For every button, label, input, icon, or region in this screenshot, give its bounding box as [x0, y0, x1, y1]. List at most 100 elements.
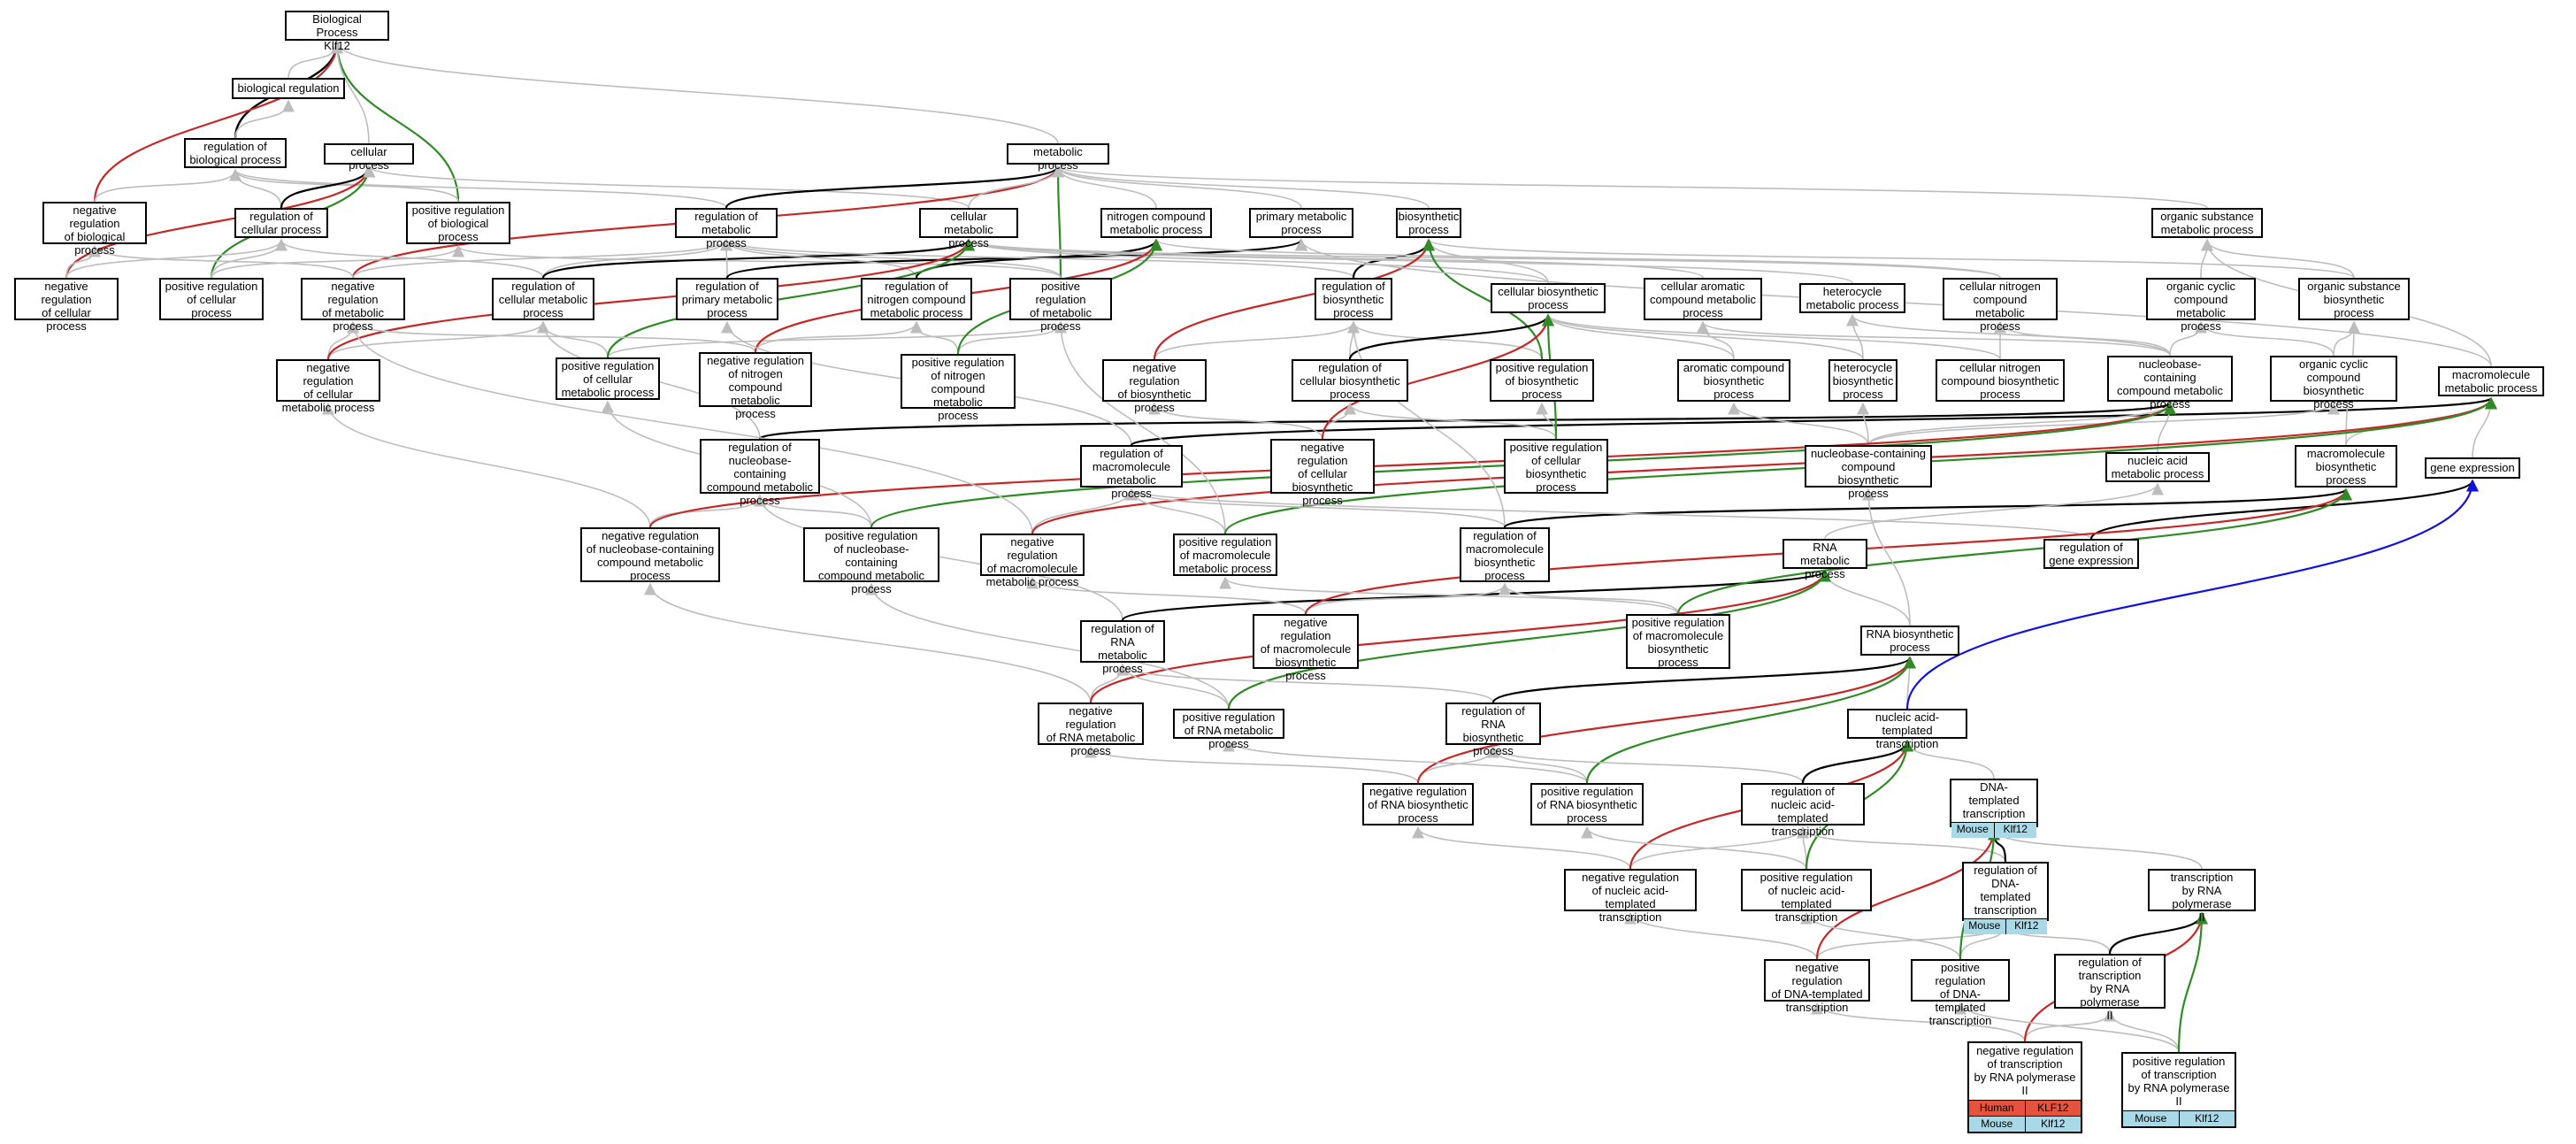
go-term-node-orgsub[interactable]: organic substance metabolic process	[2151, 208, 2263, 238]
go-term-node-cellproc[interactable]: cellular process	[324, 143, 414, 172]
go-term-node-nuctx[interactable]: nucleic acid-templated transcription	[1847, 709, 1967, 750]
go-term-node-regcellmet[interactable]: regulation of cellular metabolic process	[492, 278, 594, 320]
go-term-node-metproc[interactable]: metabolic process	[1007, 143, 1109, 172]
go-term-label: Biological Process Klf12	[312, 12, 362, 52]
go-term-node-posregnuctx[interactable]: positive regulation of nucleic acid-temp…	[1741, 869, 1872, 924]
go-term-node-posregbio[interactable]: positive regulation of biological proces…	[406, 202, 510, 244]
edge-is-a	[331, 41, 1059, 144]
go-term-node-heterobio[interactable]: heterocycle biosynthetic process	[1828, 359, 1898, 402]
go-term-node-cellbiosyn[interactable]: cellular biosynthetic process	[1491, 283, 1606, 313]
go-term-node-posregrnamet[interactable]: positive regulation of RNA metabolic pro…	[1173, 709, 1284, 750]
go-term-node-nitro[interactable]: nitrogen compound metabolic process	[1100, 208, 1212, 238]
go-term-node-regmacrobio[interactable]: regulation of macromolecule biosynthetic…	[1460, 527, 1550, 582]
go-term-node-posregmet[interactable]: positive regulation of metabolic process	[1009, 278, 1112, 333]
go-term-node-negregnbc[interactable]: negative regulation of nucleobase-contai…	[580, 527, 720, 582]
go-term-node-negregcellmet[interactable]: negative regulation of cellular metaboli…	[276, 359, 380, 414]
go-term-node-negregcell[interactable]: negative regulation of cellular process	[14, 278, 119, 333]
go-term-node-nbcmet[interactable]: nucleobase-containing compound metabolic…	[2107, 356, 2233, 411]
go-term-node-posregcell[interactable]: positive regulation of cellular process	[159, 278, 264, 320]
go-term-label: heterocycle biosynthetic process	[1832, 361, 1894, 401]
go-term-node-negregmet[interactable]: negative regulation of metabolic process	[301, 278, 405, 333]
go-term-node-negregbiosyn[interactable]: negative regulation of biosynthetic proc…	[1102, 359, 1207, 414]
go-term-node-orgsubbio[interactable]: organic substance biosynthetic process	[2298, 278, 2410, 320]
go-term-node-root[interactable]: Biological Process Klf12	[285, 11, 389, 52]
edge-is-a	[1116, 663, 1494, 703]
go-term-node-primet[interactable]: primary metabolic process	[1249, 208, 1353, 238]
go-term-node-posregcellmet[interactable]: positive regulation of cellular metaboli…	[556, 357, 660, 400]
edge-negatively-regulates	[1416, 656, 1916, 784]
edge-is-a	[1347, 320, 1543, 360]
go-term-node-regcell[interactable]: regulation of cellular process	[234, 208, 328, 238]
go-term-node-rnabio[interactable]: RNA biosynthetic process	[1860, 626, 1959, 656]
go-term-node-negregnitro[interactable]: negative regulation of nitrogen compound…	[699, 352, 812, 420]
go-term-label: RNA metabolic process	[1800, 541, 1850, 580]
go-term-node-regtxpol2[interactable]: regulation of transcription by RNA polym…	[2054, 954, 2166, 1022]
go-term-node-nbcbio[interactable]: nucleobase-containing compound biosynthe…	[1805, 445, 1932, 500]
go-term-label: negative regulation of RNA biosynthetic …	[1368, 785, 1468, 825]
go-term-node-posregmacrobio[interactable]: positive regulation of macromolecule bio…	[1626, 614, 1730, 669]
go-term-node-negregcellbio[interactable]: negative regulation of cellular biosynth…	[1270, 439, 1375, 507]
go-term-label: positive regulation of cellular biosynth…	[1509, 441, 1603, 494]
go-term-node-orgcyc[interactable]: organic cyclic compound metabolic proces…	[2146, 278, 2256, 333]
go-term-node-bioreg[interactable]: biological regulation	[232, 78, 345, 99]
go-term-label: negative regulation of nucleic acid-temp…	[1582, 871, 1679, 924]
go-term-node-posregtxpol2[interactable]: positive regulation of transcription by …	[2121, 1052, 2236, 1128]
go-term-node-posregnitro[interactable]: positive regulation of nitrogen compound…	[901, 354, 1016, 422]
go-term-node-aromcomp[interactable]: aromatic compound biosynthetic process	[1677, 359, 1790, 402]
go-term-node-regbiosyn[interactable]: regulation of biosynthetic process	[1315, 278, 1392, 320]
go-term-node-cellmet[interactable]: cellular metabolic process	[919, 208, 1018, 250]
go-term-node-regnbc[interactable]: regulation of nucleobase-containing comp…	[700, 439, 820, 507]
go-term-node-regbio[interactable]: regulation of biological process	[184, 138, 287, 168]
go-term-node-macromet[interactable]: macromolecule metabolic process	[2438, 366, 2544, 396]
go-term-label: heterocycle metabolic process	[1806, 285, 1899, 311]
edge-is-a	[1219, 576, 1679, 615]
edge-is-a	[1697, 320, 2171, 357]
go-term-node-negregmacro[interactable]: negative regulation of macromolecule met…	[980, 534, 1085, 588]
go-term-node-negregmacrobio[interactable]: negative regulation of macromolecule bio…	[1253, 614, 1359, 682]
go-term-node-geneexp[interactable]: gene expression	[2425, 457, 2520, 479]
edge-is-a	[755, 320, 923, 353]
go-term-node-posregnbc[interactable]: positive regulation of nucleobase-contai…	[803, 527, 939, 595]
go-term-label: positive regulation of cellular metaboli…	[561, 359, 655, 399]
edge-is-a	[1811, 1002, 2026, 1042]
go-term-node-posregrnabio[interactable]: positive regulation of RNA biosynthetic …	[1530, 783, 1644, 825]
go-term-node-rnamet[interactable]: RNA metabolic process	[1782, 539, 1867, 580]
edge-is-a	[88, 244, 354, 279]
go-term-node-orgcycbio[interactable]: organic cyclic compound biosynthetic pro…	[2270, 356, 2397, 411]
go-term-node-negregrnabio[interactable]: negative regulation of RNA biosynthetic …	[1362, 783, 1474, 825]
go-term-node-posregmacro[interactable]: positive regulation of macromolecule met…	[1173, 534, 1277, 576]
go-term-node-regmacro[interactable]: regulation of macromolecule metabolic pr…	[1080, 445, 1183, 500]
go-term-node-nucacid[interactable]: nucleic acid metabolic process	[2105, 452, 2210, 482]
go-term-node-regdnatx[interactable]: regulation of DNA-templated transcriptio…	[1962, 862, 2049, 934]
go-term-node-regrnamet[interactable]: regulation of RNA metabolic process	[1080, 620, 1165, 675]
edge-positively-regulates	[1676, 488, 2352, 615]
go-term-node-negregrnamet[interactable]: negative regulation of RNA metabolic pro…	[1038, 703, 1144, 757]
go-term-node-biosyn[interactable]: biosynthetic process	[1396, 208, 1461, 238]
go-term-node-posregcellbio[interactable]: positive regulation of cellular biosynth…	[1504, 439, 1608, 494]
go-term-label: negative regulation of nitrogen compound…	[707, 354, 804, 420]
go-term-label: negative regulation of nucleobase-contai…	[586, 529, 715, 582]
go-term-node-negregdnatx[interactable]: negative regulation of DNA-templated tra…	[1764, 959, 1870, 1014]
go-term-node-posregdnatx[interactable]: positive regulation of DNA-templated tra…	[1911, 959, 2010, 1027]
go-term-node-regmet[interactable]: regulation of metabolic process	[675, 208, 778, 250]
go-term-node-hetero[interactable]: heterocycle metabolic process	[1799, 283, 1905, 313]
go-term-label: regulation of metabolic process	[694, 210, 758, 250]
go-term-node-posregbiosyn[interactable]: positive regulation of biosynthetic proc…	[1490, 359, 1594, 402]
go-term-node-regnuctx[interactable]: regulation of nucleic acid-templated tra…	[1741, 783, 1865, 838]
go-term-node-regcellbiosyn[interactable]: regulation of cellular biosynthetic proc…	[1292, 359, 1408, 402]
go-term-node-regnitro[interactable]: regulation of nitrogen compound metaboli…	[861, 278, 972, 320]
go-term-node-regrnabio[interactable]: regulation of RNA biosynthetic process	[1445, 703, 1541, 757]
go-term-node-negregnuctx[interactable]: negative regulation of nucleic acid-temp…	[1564, 869, 1697, 924]
go-term-node-cellnitro[interactable]: cellular nitrogen compound metabolic pro…	[1943, 278, 2058, 333]
go-term-node-negregtxpol2[interactable]: negative regulation of transcription by …	[1967, 1041, 2082, 1133]
go-term-node-cellnitrobio[interactable]: cellular nitrogen compound biosynthetic …	[1936, 359, 2065, 402]
go-term-node-cellarom[interactable]: cellular aromatic compound metabolic pro…	[1644, 278, 1762, 320]
go-term-node-txpol2[interactable]: transcription by RNA polymerase II	[2148, 869, 2256, 924]
go-term-node-negregbio[interactable]: negative regulation of biological proces…	[42, 202, 147, 257]
edge-is-a	[1422, 238, 2355, 279]
go-term-node-regprimet[interactable]: regulation of primary metabolic process	[676, 278, 778, 320]
go-term-node-reggeneexp[interactable]: regulation of gene expression	[2043, 539, 2139, 569]
edge-negatively-regulates	[1815, 827, 2000, 960]
go-term-node-macrobio[interactable]: macromolecule biosynthetic process	[2295, 445, 2397, 488]
